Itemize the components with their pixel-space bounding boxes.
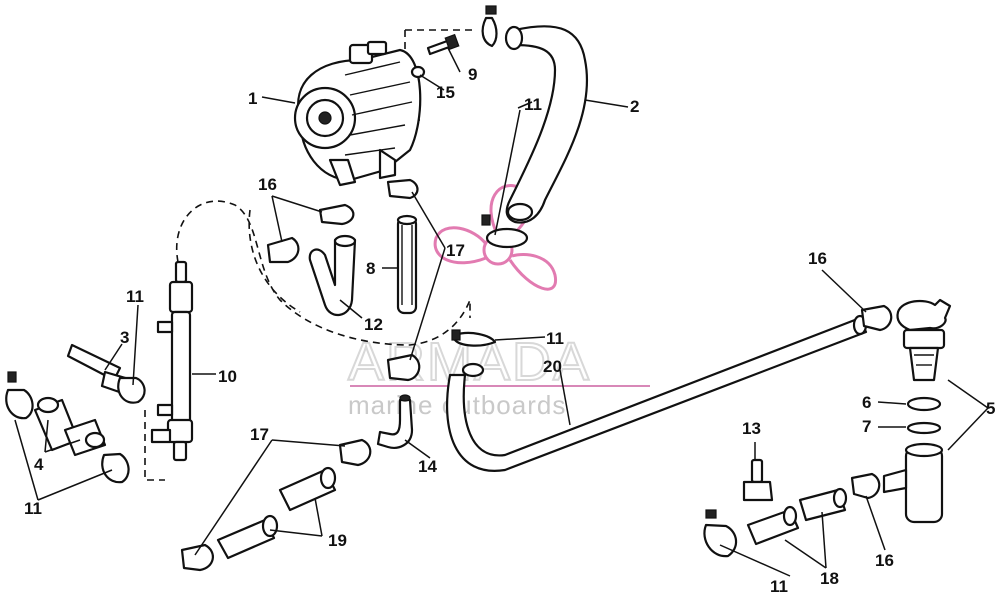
callout-16-upper-right: 16 <box>808 249 827 268</box>
washer <box>410 65 426 79</box>
callout-18: 18 <box>820 569 839 588</box>
callout-7: 7 <box>862 417 871 436</box>
callout-11-bottom-right: 11 <box>770 577 788 596</box>
callout-9: 9 <box>468 65 477 84</box>
hose-clamp-17-lower <box>180 438 372 572</box>
hose-clamp-top <box>481 5 498 48</box>
hose-clamp-16-lower-right <box>850 472 881 500</box>
hose-clamp-17-center <box>386 353 421 382</box>
callout-20: 20 <box>543 357 562 376</box>
hose-clamp-11-left-outer <box>5 371 130 484</box>
hose-clamp-mid <box>481 214 529 249</box>
callout-13: 13 <box>742 419 761 438</box>
short-hose-pair <box>33 396 107 457</box>
callout-1: 1 <box>248 89 257 108</box>
callout-16-lower-right: 16 <box>875 551 894 570</box>
upper-hose <box>504 25 589 224</box>
inline-filter-tube <box>396 214 418 315</box>
short-hose-18-pair <box>746 487 848 546</box>
callout-17-lower: 17 <box>250 425 269 444</box>
screw <box>426 33 460 56</box>
callout-3: 3 <box>120 328 129 347</box>
fuel-filter-assembly <box>150 260 194 462</box>
clamp-part17-top <box>386 178 419 200</box>
callout-14: 14 <box>418 457 437 476</box>
dashed-routing-line <box>175 200 471 346</box>
fuel-pump <box>293 40 422 187</box>
callout-10: 10 <box>218 367 237 386</box>
hose-clamp-16-upper-right <box>860 304 893 332</box>
hose-clamp-11-left-top <box>117 376 146 404</box>
fuel-filter-bowl <box>882 298 952 524</box>
elbow-fitting <box>376 394 414 449</box>
callout-4: 4 <box>34 455 44 474</box>
callout-6: 6 <box>862 393 871 412</box>
hose-connector <box>742 458 774 502</box>
leader-lines <box>14 47 989 577</box>
short-hose-19-pair <box>216 466 337 560</box>
dashed-line-lower <box>144 410 165 481</box>
callout-5: 5 <box>986 399 995 418</box>
callout-8: 8 <box>366 259 375 278</box>
callout-labels: 1 2 3 4 5 6 7 8 9 10 11 11 11 11 11 12 1… <box>24 65 995 596</box>
callout-11-top: 11 <box>524 95 542 114</box>
callout-19: 19 <box>328 531 347 550</box>
callout-11-center: 11 <box>546 329 564 348</box>
hose-clamp-16-left <box>266 203 355 264</box>
armada-watermark: ARMADA marine outboards <box>347 184 650 420</box>
callout-2: 2 <box>630 97 639 116</box>
callout-17-center: 17 <box>446 241 465 260</box>
callout-16-left: 16 <box>258 175 277 194</box>
hose-clamp-11-center <box>451 329 497 347</box>
callout-15: 15 <box>436 83 455 102</box>
callout-12: 12 <box>364 315 383 334</box>
bent-hose-small <box>308 234 357 316</box>
callout-11-left-top: 11 <box>126 287 144 306</box>
callout-11-left-bottom: 11 <box>24 499 42 518</box>
